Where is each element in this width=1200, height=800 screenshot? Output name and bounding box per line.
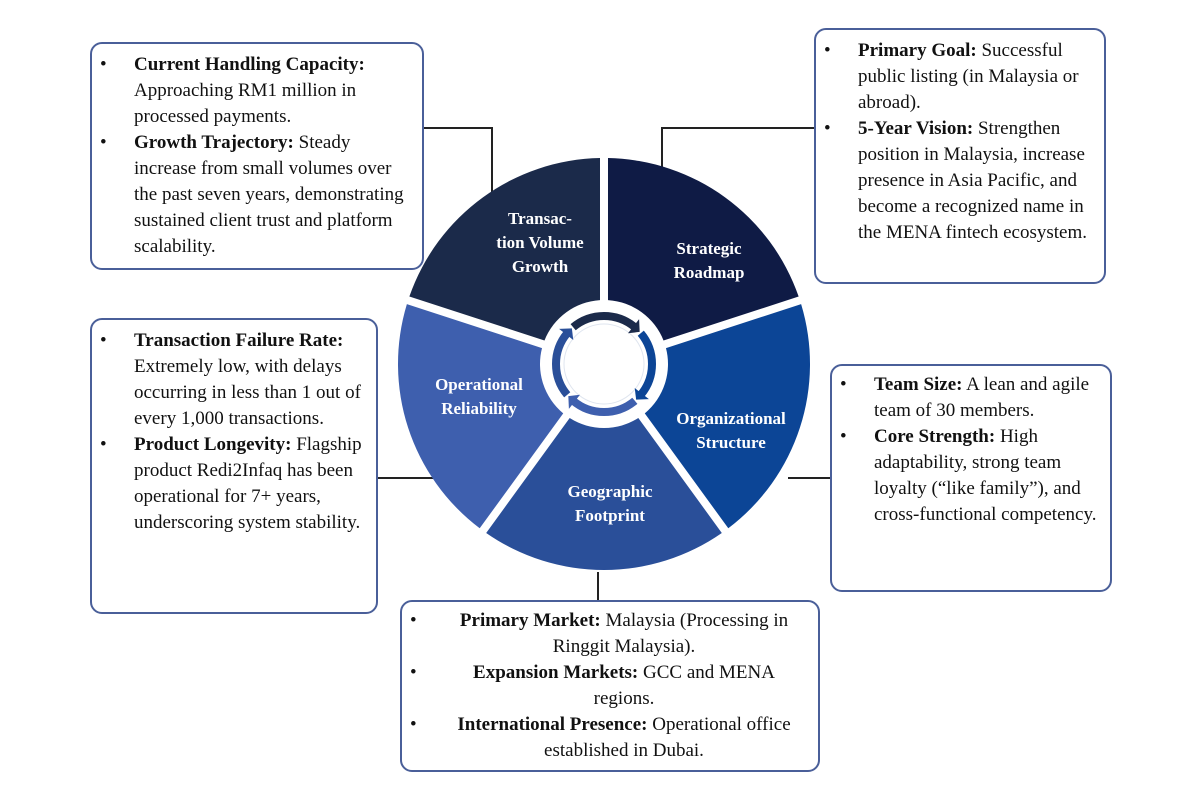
bullet-term: Expansion Markets: — [473, 662, 639, 683]
bullet-list: Primary Goal: Successful public listing … — [816, 38, 1096, 246]
bullet-item: Current Handling Capacity: Approaching R… — [92, 52, 412, 130]
center-hub — [563, 323, 645, 405]
bullet-text: Steady increase from small volumes over … — [134, 132, 404, 257]
bullet-text: Malaysia (Processing in Ringgit Malaysia… — [552, 610, 789, 657]
info-box-operational-reliability: Transaction Failure Rate: Extremely low,… — [90, 318, 378, 614]
bullet-item: Growth Trajectory: Steady increase from … — [92, 130, 412, 260]
cycle-arrow-arc — [570, 312, 638, 331]
info-box-geographic-footprint: Primary Market: Malaysia (Processing in … — [400, 600, 820, 772]
bullet-text: Approaching RM1 million in processed pay… — [134, 80, 357, 127]
bullet-item: Expansion Markets: GCC and MENA regions. — [402, 660, 804, 712]
segment-geographic — [486, 418, 722, 570]
cycle-arrow-head — [568, 394, 580, 409]
bullet-term: Growth Trajectory: — [134, 132, 294, 153]
cycle-arrow-arc — [552, 330, 571, 398]
segment-organizational — [644, 304, 811, 529]
cycle-arrow-head — [559, 328, 574, 340]
cycle-arrow-head — [628, 319, 640, 334]
bullet-term: Team Size: — [874, 374, 963, 395]
bullet-item: Product Longevity: Flagship product Redi… — [92, 432, 368, 536]
bullet-text: Operational office established in Dubai. — [544, 714, 791, 761]
bullet-item: Team Size: A lean and agile team of 30 m… — [832, 372, 1102, 424]
bullet-item: 5-Year Vision: Strengthen position in Ma… — [816, 116, 1096, 246]
center-cycle — [548, 308, 660, 420]
bullet-term: International Presence: — [457, 714, 648, 735]
bullet-text: Flagship product Redi2Infaq has been ope… — [134, 434, 362, 533]
segment-transaction — [409, 158, 601, 341]
bullet-term: Product Longevity: — [134, 434, 292, 455]
segment-strategic — [607, 158, 799, 341]
bullet-list: Current Handling Capacity: Approaching R… — [92, 52, 412, 260]
bullet-list: Primary Market: Malaysia (Processing in … — [402, 608, 804, 764]
bullet-text: Successful public listing (in Malaysia o… — [858, 40, 1079, 113]
bullet-item: International Presence: Operational offi… — [402, 712, 804, 764]
bullet-text: A lean and agile team of 30 members. — [874, 374, 1090, 421]
bullet-term: Current Handling Capacity: — [134, 54, 365, 75]
bullet-list: Transaction Failure Rate: Extremely low,… — [92, 328, 368, 536]
cycle-arrow-arc — [570, 397, 638, 416]
cycle-arrow-arc — [637, 330, 656, 398]
connector-top-right — [661, 127, 816, 178]
segment-operational — [397, 304, 564, 529]
bullet-term: 5-Year Vision: — [858, 118, 974, 139]
bullet-item: Primary Goal: Successful public listing … — [816, 38, 1096, 116]
bullet-text: Strengthen position in Malaysia, increas… — [858, 118, 1088, 243]
bullet-term: Primary Market: — [459, 610, 601, 631]
info-box-transaction-volume: Current Handling Capacity: Approaching R… — [90, 42, 424, 270]
bullet-term: Transaction Failure Rate: — [134, 330, 344, 351]
bullet-text: Extremely low, with delays occurring in … — [134, 356, 361, 429]
bullet-item: Transaction Failure Rate: Extremely low,… — [92, 328, 368, 432]
bullet-item: Primary Market: Malaysia (Processing in … — [402, 608, 804, 660]
bullet-text: GCC and MENA regions. — [593, 662, 775, 709]
bullet-list: Team Size: A lean and agile team of 30 m… — [832, 372, 1102, 528]
bullet-term: Primary Goal: — [858, 40, 977, 61]
bullet-item: Core Strength: High adaptability, strong… — [832, 424, 1102, 528]
connector-lines — [376, 127, 832, 600]
bullet-term: Core Strength: — [874, 426, 996, 447]
connector-top-left — [422, 127, 493, 206]
info-box-strategic-roadmap: Primary Goal: Successful public listing … — [814, 28, 1106, 284]
bullet-text: High adaptability, strong team loyalty (… — [874, 426, 1097, 525]
cycle-arrow-head — [634, 388, 649, 400]
info-box-organizational-structure: Team Size: A lean and agile team of 30 m… — [830, 364, 1112, 592]
